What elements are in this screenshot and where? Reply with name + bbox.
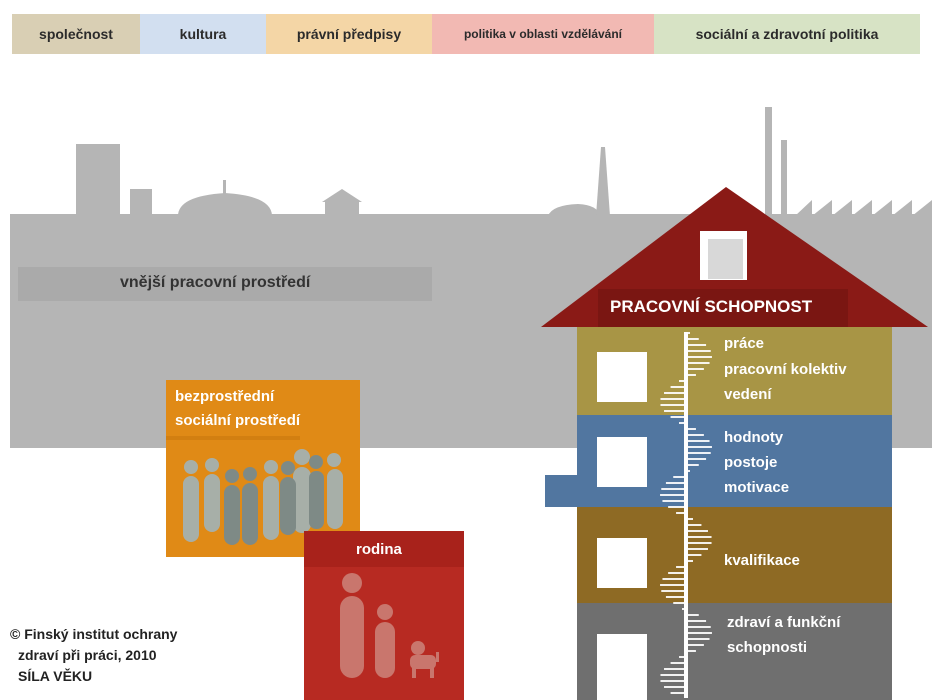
stair-step bbox=[676, 566, 686, 568]
stair-step bbox=[660, 404, 686, 406]
floor-work-line-2: pracovní kolektiv bbox=[724, 361, 847, 378]
window-floor-2 bbox=[597, 437, 647, 487]
stair-step bbox=[686, 524, 702, 526]
stair-step bbox=[660, 674, 686, 676]
stair-step bbox=[673, 602, 686, 604]
credit: © Finský institut ochrany zdraví při prá… bbox=[10, 624, 177, 687]
stair-step bbox=[686, 458, 707, 460]
stair-step bbox=[665, 482, 686, 484]
stair-step bbox=[662, 578, 686, 580]
stair-step bbox=[686, 548, 708, 550]
stair-step bbox=[686, 434, 704, 436]
environment-label-bar bbox=[18, 267, 432, 301]
stair-step bbox=[686, 530, 708, 532]
stair-step bbox=[686, 536, 712, 538]
stair-step bbox=[686, 620, 707, 622]
credit-line-3: SÍLA VĚKU bbox=[18, 668, 93, 684]
stair-step bbox=[686, 440, 710, 442]
stair-step bbox=[686, 428, 696, 430]
floor-values-line-3: motivace bbox=[724, 479, 790, 496]
stair-step bbox=[670, 386, 686, 388]
stair-step bbox=[686, 644, 704, 646]
stair-step bbox=[686, 518, 693, 520]
stair-step bbox=[670, 692, 686, 694]
stair-step bbox=[686, 464, 699, 466]
floor-health-line-1: zdraví a funkční bbox=[727, 614, 841, 631]
tab-pravni-predpisy: právní předpisy bbox=[266, 14, 432, 54]
credit-line-2: zdraví při práci, 2010 bbox=[18, 647, 157, 663]
category-tabs: společnost kultura právní předpisy polit… bbox=[12, 14, 920, 54]
stair-step bbox=[670, 662, 686, 664]
family-figures-icon bbox=[340, 573, 395, 678]
stair-step bbox=[686, 542, 712, 544]
stair-step bbox=[660, 680, 686, 682]
stair-step bbox=[686, 368, 704, 370]
stair-step bbox=[660, 584, 686, 586]
stair-step bbox=[664, 392, 686, 394]
window-floor-3 bbox=[597, 538, 647, 588]
family-header bbox=[304, 531, 464, 567]
stair-step bbox=[679, 422, 686, 424]
tab-spolecnost: společnost bbox=[12, 14, 140, 54]
stair-step bbox=[686, 344, 707, 346]
stair-step bbox=[664, 668, 686, 670]
stair-step bbox=[686, 446, 712, 448]
floor-work-line-3: vedení bbox=[724, 386, 772, 403]
stair-step bbox=[686, 332, 690, 334]
stair-step bbox=[665, 596, 686, 598]
door bbox=[597, 634, 647, 700]
stair-step bbox=[686, 470, 690, 472]
stair-step bbox=[668, 572, 686, 574]
dog-icon bbox=[410, 641, 439, 678]
stair-step bbox=[661, 488, 686, 490]
people-group-icon bbox=[183, 449, 343, 545]
stair-step bbox=[682, 608, 686, 610]
stair-step bbox=[686, 338, 699, 340]
stair-step bbox=[686, 350, 711, 352]
tab-politika-vzdelavani: politika v oblasti vzdělávání bbox=[432, 14, 654, 54]
floor-values-line-1: hodnoty bbox=[724, 429, 784, 446]
stair-step bbox=[662, 500, 686, 502]
stair-step bbox=[660, 398, 686, 400]
floor-work-line-1: práce bbox=[724, 335, 765, 352]
stair-step bbox=[686, 374, 696, 376]
social-environment-label-2: sociální prostředí bbox=[175, 412, 301, 429]
floor-health-line-2: schopnosti bbox=[727, 639, 808, 656]
stair-step bbox=[686, 632, 712, 634]
stair-step bbox=[668, 506, 686, 508]
credit-line-1: © Finský institut ochrany bbox=[10, 626, 178, 642]
balcony bbox=[545, 475, 581, 507]
stair-step bbox=[679, 380, 686, 382]
stair-step bbox=[686, 356, 712, 358]
stair-step bbox=[686, 614, 699, 616]
staircase bbox=[660, 332, 712, 698]
stair-step bbox=[664, 686, 686, 688]
stair-step bbox=[686, 626, 711, 628]
stair-step bbox=[686, 452, 711, 454]
stair-step bbox=[686, 560, 693, 562]
window-floor-1 bbox=[597, 352, 647, 402]
stair-step bbox=[686, 362, 710, 364]
stair-step bbox=[676, 512, 686, 514]
family-label: rodina bbox=[356, 541, 402, 558]
stair-step bbox=[661, 590, 686, 592]
tab-socialni-zdravotni-politika: sociální a zdravotní politika bbox=[654, 14, 920, 54]
floor-values-line-2: postoje bbox=[724, 454, 778, 471]
stair-step bbox=[679, 656, 686, 658]
tab-kultura: kultura bbox=[140, 14, 266, 54]
roof-label: PRACOVNÍ SCHOPNOST bbox=[610, 297, 813, 316]
stair-step bbox=[686, 554, 702, 556]
stair-step bbox=[660, 494, 686, 496]
stair-step bbox=[673, 476, 686, 478]
stair-step bbox=[686, 650, 696, 652]
stair-step bbox=[686, 638, 710, 640]
staircase-spine bbox=[684, 332, 688, 698]
environment-label: vnější pracovní prostředí bbox=[120, 274, 311, 291]
stair-step bbox=[664, 410, 686, 412]
stair-step bbox=[670, 416, 686, 418]
floor-competence-line-1: kvalifikace bbox=[724, 552, 800, 569]
social-environment-label-1: bezprostřední bbox=[175, 388, 275, 405]
